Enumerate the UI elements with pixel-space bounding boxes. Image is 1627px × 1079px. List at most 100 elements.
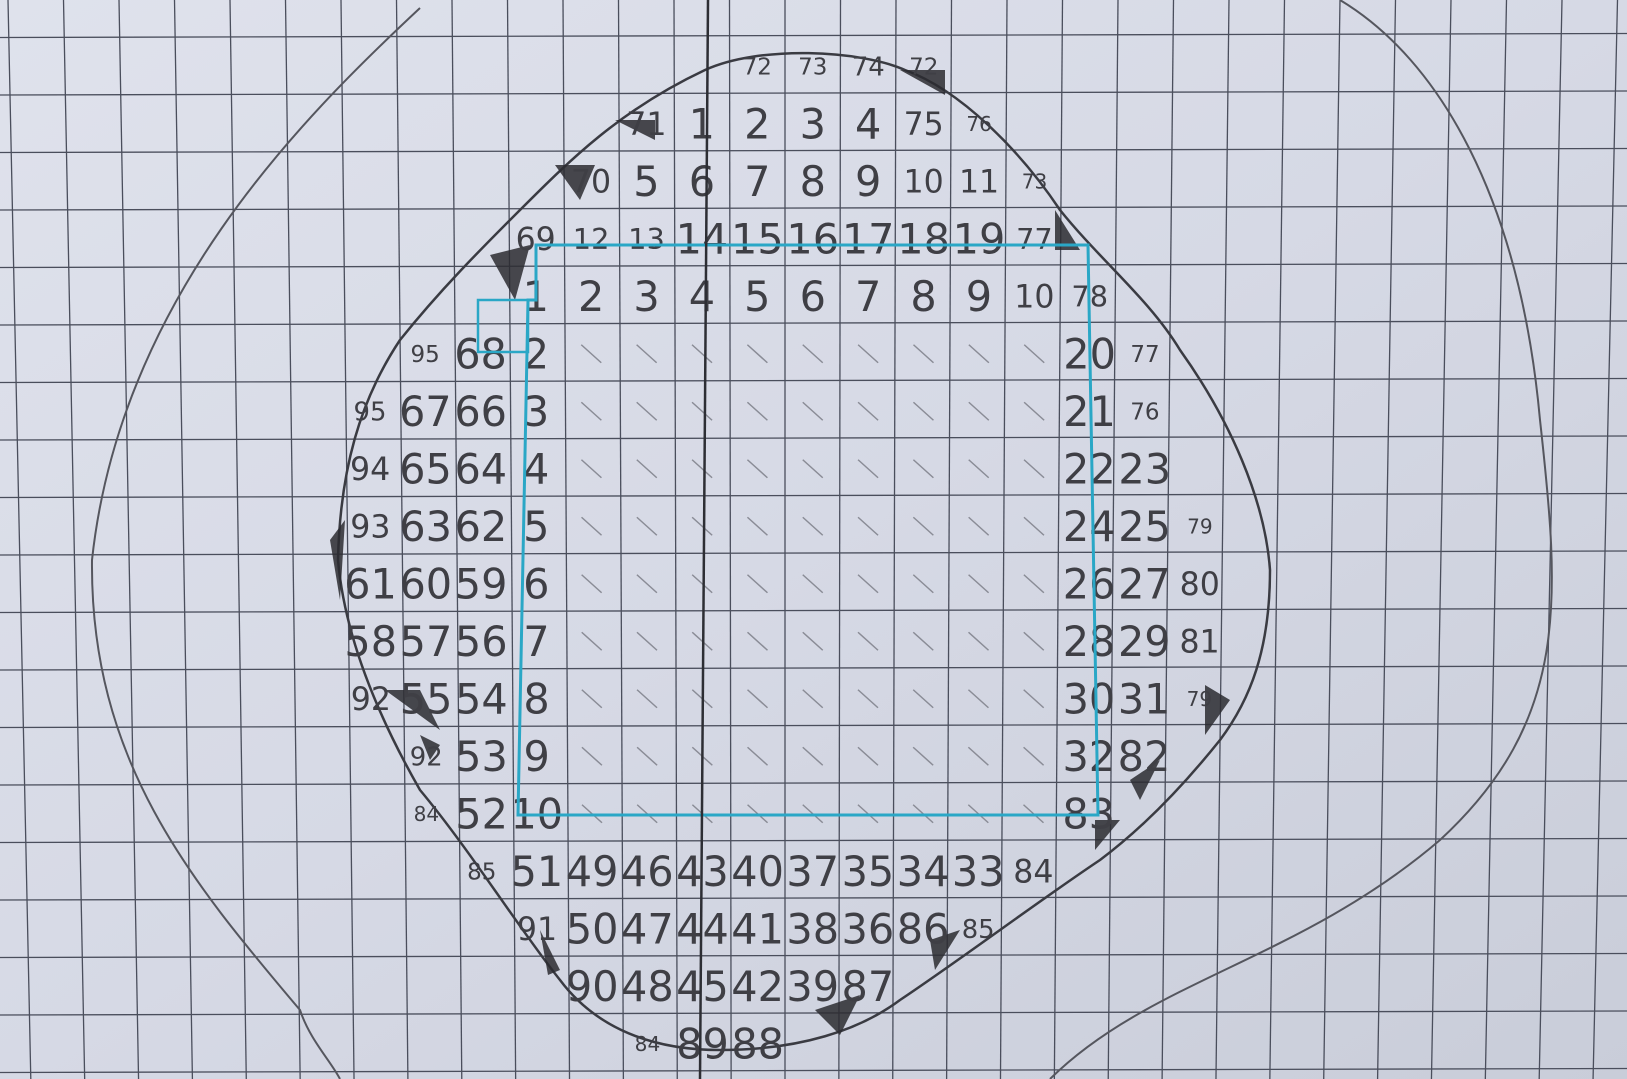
cell-number: 8 [910,273,936,321]
cell-number: 80 [1180,567,1220,603]
cell-number: 79 [1187,687,1213,711]
cell-number: 86 [897,906,950,954]
cell-number: 88 [731,1021,784,1069]
cell-number: 66 [454,388,507,436]
cell-number: 94 [350,452,390,488]
cell-number: 6 [800,273,826,321]
cell-number: 30 [1063,676,1116,724]
cell-number: 52 [455,791,508,839]
cell-number: 18 [897,216,950,264]
cell-number: 72 [743,55,772,81]
cell-number: 56 [455,618,508,666]
cell-number: 7 [523,618,549,666]
cell-number: 47 [621,906,674,954]
cell-number: 77 [1016,222,1053,256]
cell-number: 38 [786,906,839,954]
cell-number: 55 [400,676,453,724]
cell-number: 3 [800,101,826,149]
cell-number: 54 [455,676,508,724]
cell-number: 70 [571,165,611,201]
cell-number: 75 [904,107,944,143]
cell-number: 2 [578,273,604,321]
cell-number: 6 [689,158,715,206]
cell-number: 5 [744,273,770,321]
cell-number: 24 [1063,503,1116,551]
cell-number: 5 [523,503,549,551]
cell-number: 89 [676,1021,729,1069]
cell-number: 7 [744,158,770,206]
cell-number: 22 [1063,446,1116,494]
cell-number: 95 [353,398,386,428]
cell-number: 95 [411,342,440,368]
cell-number: 25 [1118,503,1171,551]
cell-number: 8 [523,676,549,724]
cell-number: 17 [842,216,895,264]
cell-number: 57 [400,618,453,666]
cell-number: 58 [344,618,397,666]
cell-number: 3 [633,273,659,321]
cell-number: 93 [350,510,390,546]
cell-number: 42 [731,963,784,1011]
cell-number: 4 [523,446,549,494]
cell-number: 79 [1187,514,1213,538]
cell-number: 8 [800,158,826,206]
cell-number: 68 [454,331,507,379]
cell-number: 36 [842,906,895,954]
cell-number: 27 [1118,561,1171,609]
cell-number: 48 [621,963,674,1011]
cell-number: 35 [842,848,895,896]
cell-number: 26 [1063,561,1116,609]
cell-number: 61 [344,561,397,609]
cell-number: 84 [635,1032,661,1056]
cell-number: 33 [952,848,1005,896]
cell-number: 85 [962,915,995,945]
cell-number: 81 [1179,625,1219,661]
cell-number: 82 [1118,733,1171,781]
cell-number: 11 [959,165,999,201]
cell-number: 53 [455,733,508,781]
cell-number: 34 [897,848,950,896]
cell-number: 2 [744,101,770,149]
cell-number: 91 [517,912,557,948]
cell-number: 46 [621,848,674,896]
cell-number: 40 [731,848,784,896]
cell-number: 71 [626,107,666,143]
cell-number: 5 [633,158,659,206]
cell-number: 4 [855,101,881,149]
cell-number: 63 [399,503,452,551]
cell-number: 31 [1118,676,1171,724]
cell-number: 37 [786,848,839,896]
cell-number: 92 [351,682,391,718]
cell-number: 84 [1013,855,1053,891]
cell-number: 7 [855,273,881,321]
cell-number: 4 [689,273,715,321]
cell-number: 60 [399,561,452,609]
cell-number: 85 [467,860,496,886]
cell-number: 28 [1063,618,1116,666]
cell-number: 1 [689,101,715,149]
cell-number: 51 [511,848,564,896]
cell-number: 23 [1118,446,1171,494]
cell-number: 39 [786,963,839,1011]
cell-number: 15 [731,216,784,264]
cell-number: 14 [676,216,729,264]
cell-number: 49 [566,848,619,896]
cell-number: 64 [454,446,507,494]
cell-number: 62 [455,503,508,551]
cell-number: 72 [909,55,938,81]
cell-number: 9 [524,733,550,781]
cell-number: 87 [842,963,895,1011]
cell-number: 59 [455,561,508,609]
cell-number: 67 [399,388,452,436]
cell-number: 92 [410,743,443,773]
cell-number: 74 [852,53,885,83]
cell-number: 50 [566,906,619,954]
cell-number: 45 [676,963,729,1011]
cell-number: 73 [1022,169,1048,193]
cell-number: 32 [1062,733,1115,781]
cell-number: 6 [523,561,549,609]
cell-number: 10 [904,165,944,201]
cell-number: 12 [573,222,610,256]
